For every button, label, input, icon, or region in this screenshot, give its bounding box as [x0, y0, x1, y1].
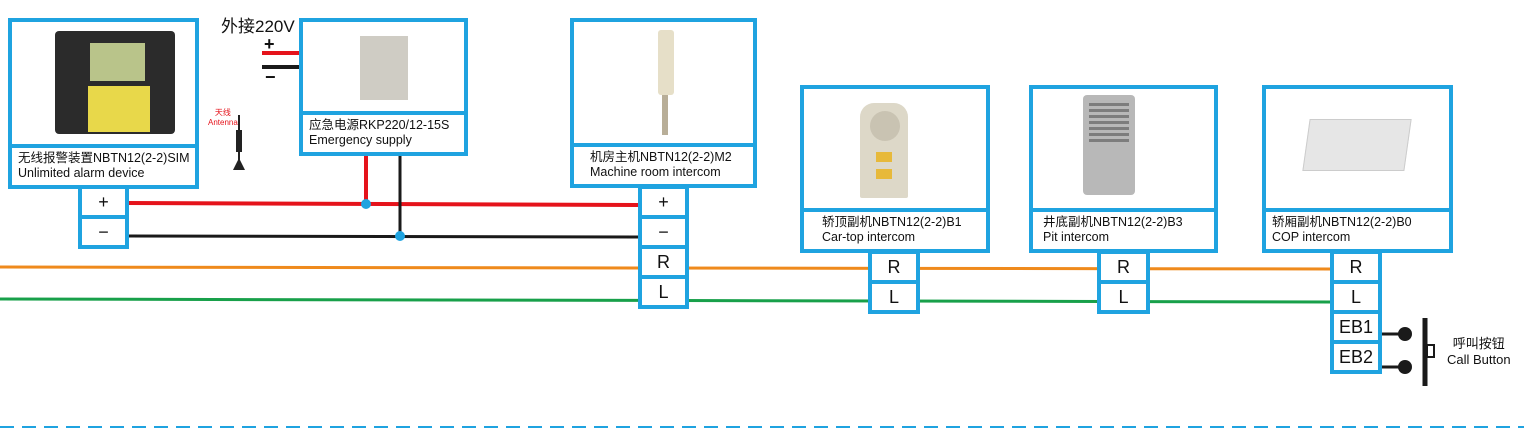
eb1-contact [1398, 327, 1412, 341]
terminal-r: R [868, 250, 920, 284]
cop-intercom-photo [1266, 89, 1449, 212]
terminal-l: L [1097, 280, 1150, 314]
external-minus: − [265, 67, 276, 87]
device-name-en: Car-top intercom [822, 230, 916, 244]
machine-room-intercom-photo [574, 22, 753, 147]
device-name-cn: 井底副机NBTN12(2-2)B3 [1043, 215, 1183, 229]
call-button-label: 呼叫按钮 Call Button [1447, 336, 1511, 368]
terminal-l: L [638, 275, 689, 309]
car-top-intercom-photo [804, 89, 986, 212]
pos-wire [127, 201, 641, 207]
device-name-cn: 机房主机NBTN12(2-2)M2 [590, 150, 732, 164]
pit-intercom-photo [1033, 89, 1214, 212]
antenna-label-en: Antenna [208, 118, 238, 127]
alarm-device-photo [12, 22, 195, 148]
call-button-label-cn: 呼叫按钮 [1452, 336, 1505, 351]
terminal-eb2: EB2 [1330, 340, 1382, 374]
alarm-terminals: + − [78, 185, 129, 249]
emergency-supply-photo [303, 22, 464, 115]
terminal-pos: + [78, 185, 129, 219]
device-name-en: Pit intercom [1043, 230, 1109, 244]
device-name-en: Unlimited alarm device [18, 166, 145, 180]
call-button-label-en: Call Button [1447, 352, 1511, 367]
device-name-cn: 无线报警装置NBTN12(2-2)SIM [18, 151, 190, 165]
terminal-eb1: EB1 [1330, 310, 1382, 344]
antenna-label: 天线 Antenna [208, 108, 238, 128]
device-name-en: Machine room intercom [590, 165, 721, 179]
junction-dot [361, 199, 371, 209]
car-top-terminals: R L [868, 250, 920, 314]
neg-wire [127, 234, 641, 239]
call-button-plunger [1426, 344, 1435, 358]
external-plus: + [264, 34, 275, 54]
antenna-icon [233, 115, 245, 170]
external-power-label: 外接220V [221, 17, 295, 36]
terminal-neg: − [78, 215, 129, 249]
device-name-cn: 应急电源RKP220/12-15S [309, 118, 450, 132]
junction-dot [395, 231, 405, 241]
terminal-l: L [1330, 280, 1382, 314]
device-name-en: Emergency supply [309, 133, 412, 147]
device-name-en: COP intercom [1272, 230, 1351, 244]
terminal-r: R [638, 245, 689, 279]
terminal-neg: − [638, 215, 689, 249]
machine-room-terminals: + − R L [638, 185, 689, 309]
terminal-r: R [1097, 250, 1150, 284]
cop-terminals: R L EB1 EB2 [1330, 250, 1382, 374]
terminal-r: R [1330, 250, 1382, 284]
terminal-pos: + [638, 185, 689, 219]
terminal-l: L [868, 280, 920, 314]
pit-terminals: R L [1097, 250, 1150, 314]
device-name-cn: 轿厢副机NBTN12(2-2)B0 [1272, 215, 1412, 229]
eb2-contact [1398, 360, 1412, 374]
antenna-label-cn: 天线 [214, 108, 231, 117]
device-name-cn: 轿顶副机NBTN12(2-2)B1 [822, 215, 962, 229]
